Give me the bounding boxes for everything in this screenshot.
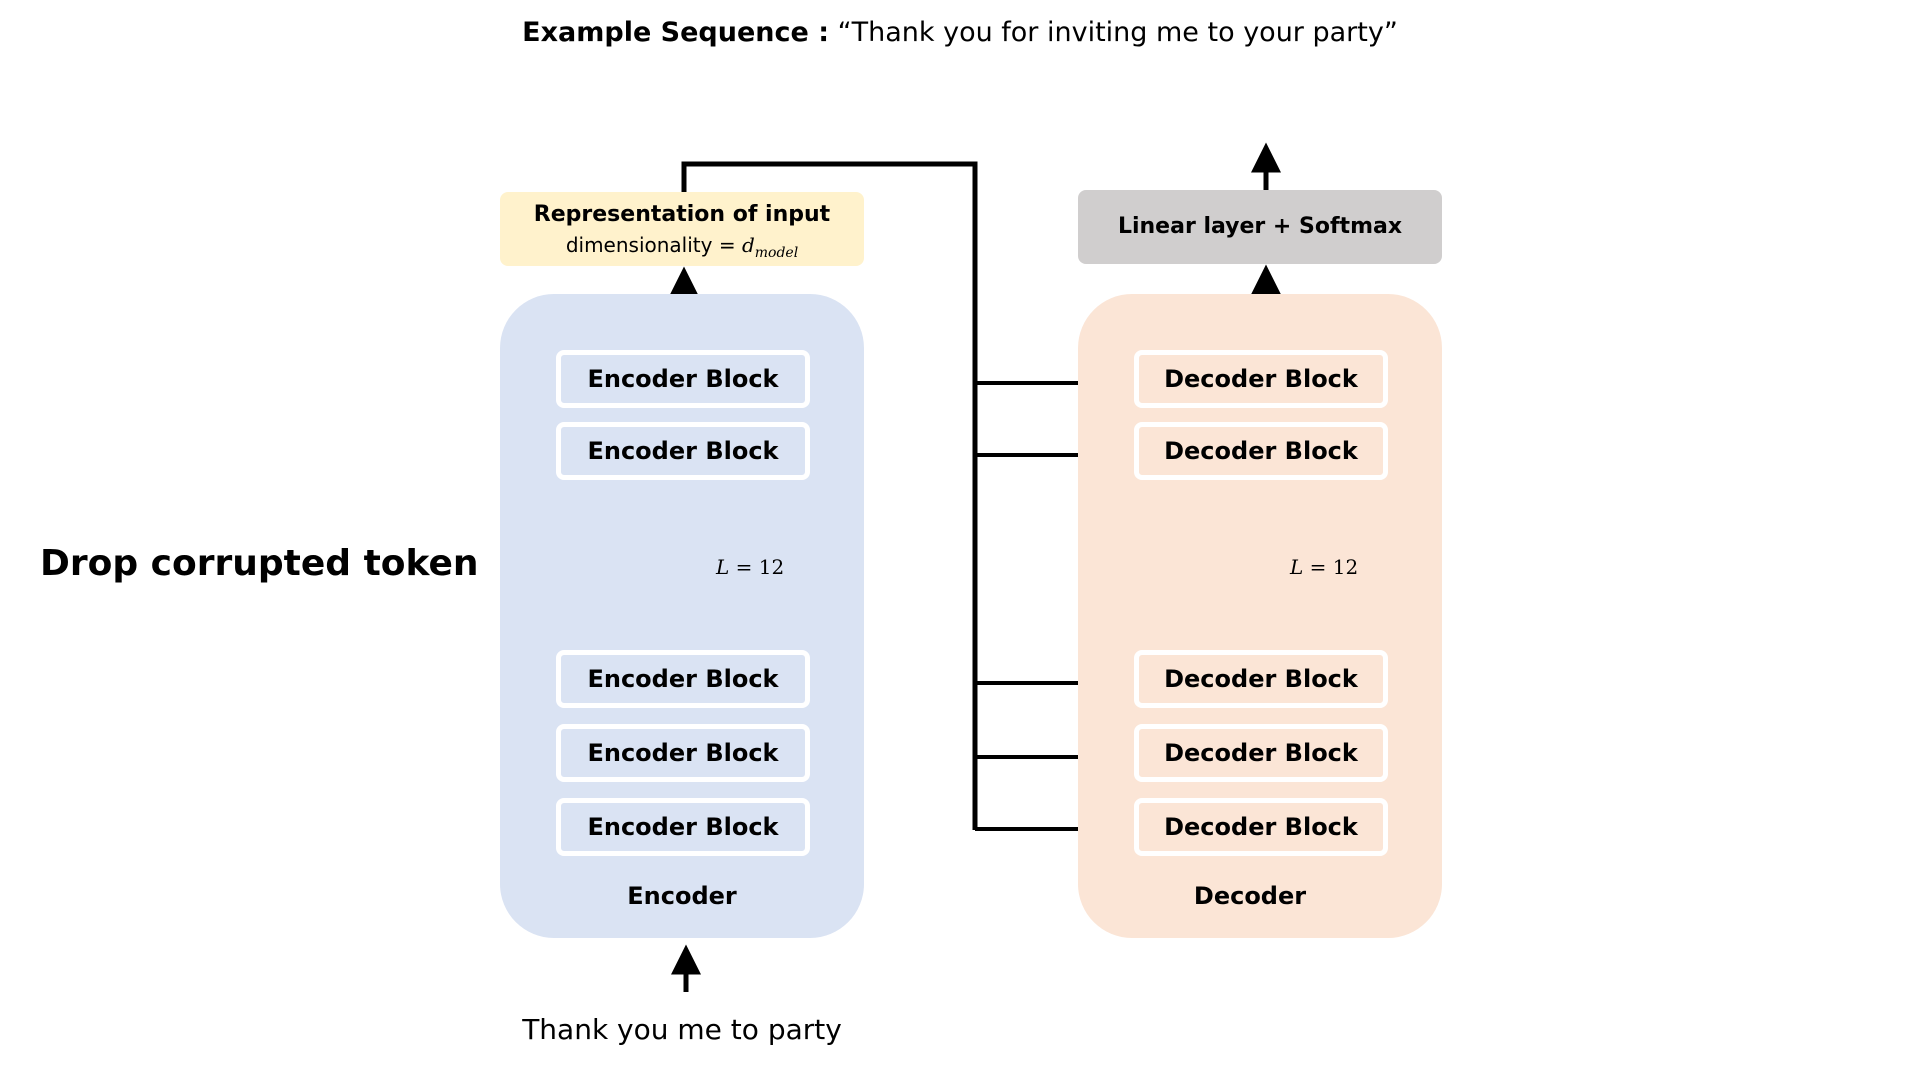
corrupted-input-text: Thank you me to party	[522, 1013, 842, 1046]
decoder-block: Decoder Block	[1134, 350, 1388, 408]
decoder-layer-count: L = 12	[1290, 552, 1400, 582]
side-caption: Drop corrupted token	[40, 543, 479, 584]
encoder-block: Encoder Block	[556, 650, 810, 708]
representation-title: Representation of input	[533, 202, 831, 227]
representation-subtitle-prefix: dimensionality =	[565, 233, 742, 257]
encoder-layer-eq: = 12	[729, 555, 785, 579]
encoder-block: Encoder Block	[556, 724, 810, 782]
encoder-layer-var: L	[716, 555, 730, 579]
decoder-block: Decoder Block	[1134, 798, 1388, 856]
decoder-block: Decoder Block	[1134, 724, 1388, 782]
encoder-block: Encoder Block	[556, 350, 810, 408]
encoder-block: Encoder Block	[556, 798, 810, 856]
d-model-symbol: d	[741, 233, 755, 257]
decoder-title: Decoder	[1193, 882, 1307, 910]
linear-softmax-box: Linear layer + Softmax	[1078, 190, 1442, 264]
example-sequence-header: Example Sequence : “Thank you for inviti…	[0, 10, 1920, 56]
decoder-block: Decoder Block	[1134, 650, 1388, 708]
decoder-layer-var: L	[1290, 555, 1304, 579]
encoder-title: Encoder	[627, 882, 737, 910]
d-model-subscript: model	[754, 245, 799, 261]
encoder-block: Encoder Block	[556, 422, 810, 480]
encoder-layer-count: L = 12	[716, 552, 826, 582]
example-sequence-text: “Thank you for inviting me to your party…	[837, 17, 1398, 48]
example-sequence-label: Example Sequence :	[522, 17, 830, 48]
representation-subtitle: dimensionality = dmodel	[500, 230, 864, 268]
decoder-layer-eq: = 12	[1303, 555, 1359, 579]
decoder-block: Decoder Block	[1134, 422, 1388, 480]
encoder-output-connector	[681, 161, 978, 830]
representation-box: Representation of input dimensionality =…	[500, 192, 864, 266]
